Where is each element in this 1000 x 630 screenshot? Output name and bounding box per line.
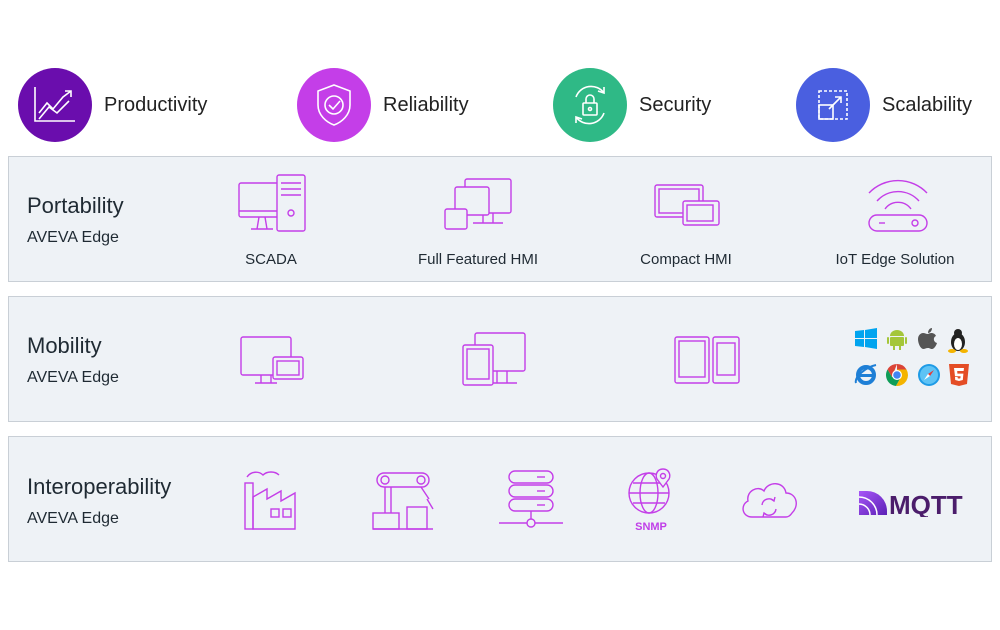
panel-title: Interoperability	[27, 474, 172, 499]
portability-panel: Portability AVEVA Edge SCADA Full Featur…	[8, 156, 992, 282]
windows-icon	[854, 327, 878, 351]
ie-icon	[854, 363, 878, 387]
monitor-tablet-icon	[239, 335, 305, 387]
tablet-phone-icon	[673, 335, 741, 385]
wifi-device-icon	[865, 173, 931, 235]
feature-scalability: Scalability	[796, 68, 972, 142]
feature-security: Security	[553, 68, 711, 142]
desktop-tower-icon	[237, 173, 307, 235]
mqtt-text: MQTT	[889, 490, 963, 517]
item-label: Compact HMI	[640, 251, 732, 268]
snmp-label: SNMP	[635, 521, 667, 533]
panel-title: Portability	[27, 193, 124, 218]
lock-refresh-icon	[553, 68, 627, 142]
monitor-tablet-2-icon	[461, 331, 527, 389]
resize-icon	[796, 68, 870, 142]
feature-label: Security	[639, 93, 712, 116]
shield-check-icon	[297, 68, 371, 142]
globe-pin-icon	[627, 467, 675, 519]
interoperability-panel: Interoperability AVEVA Edge	[8, 436, 992, 562]
factory-icon	[241, 469, 303, 531]
panel-subtitle: AVEVA Edge	[27, 510, 119, 527]
item-label: SCADA	[245, 251, 297, 268]
feature-label: Productivity	[104, 93, 208, 116]
linux-icon	[947, 327, 969, 353]
feature-productivity: Productivity	[18, 68, 207, 142]
trend-chart-icon	[18, 68, 92, 142]
feature-label: Scalability	[882, 93, 973, 116]
mqtt-logo-icon: MQTT	[859, 489, 969, 517]
chrome-icon	[885, 363, 909, 387]
panel-title: Mobility	[27, 333, 102, 358]
panel-subtitle: AVEVA Edge	[27, 369, 119, 386]
safari-icon	[917, 363, 941, 387]
mobility-panel: Mobility AVEVA Edge	[8, 296, 992, 422]
feature-reliability: Reliability	[297, 68, 469, 142]
item-label: Full Featured HMI	[417, 251, 539, 268]
cloud-sync-icon	[738, 479, 800, 521]
html5-icon	[948, 363, 970, 387]
panel-subtitle: AVEVA Edge	[27, 229, 119, 246]
multi-screen-icon	[443, 177, 513, 233]
compact-devices-icon	[653, 183, 721, 227]
robot-arm-icon	[371, 469, 435, 531]
apple-icon	[917, 327, 939, 351]
server-network-icon	[497, 469, 565, 531]
feature-label: Reliability	[383, 93, 469, 116]
android-icon	[885, 327, 909, 351]
item-label: IoT Edge Solution	[835, 251, 955, 268]
